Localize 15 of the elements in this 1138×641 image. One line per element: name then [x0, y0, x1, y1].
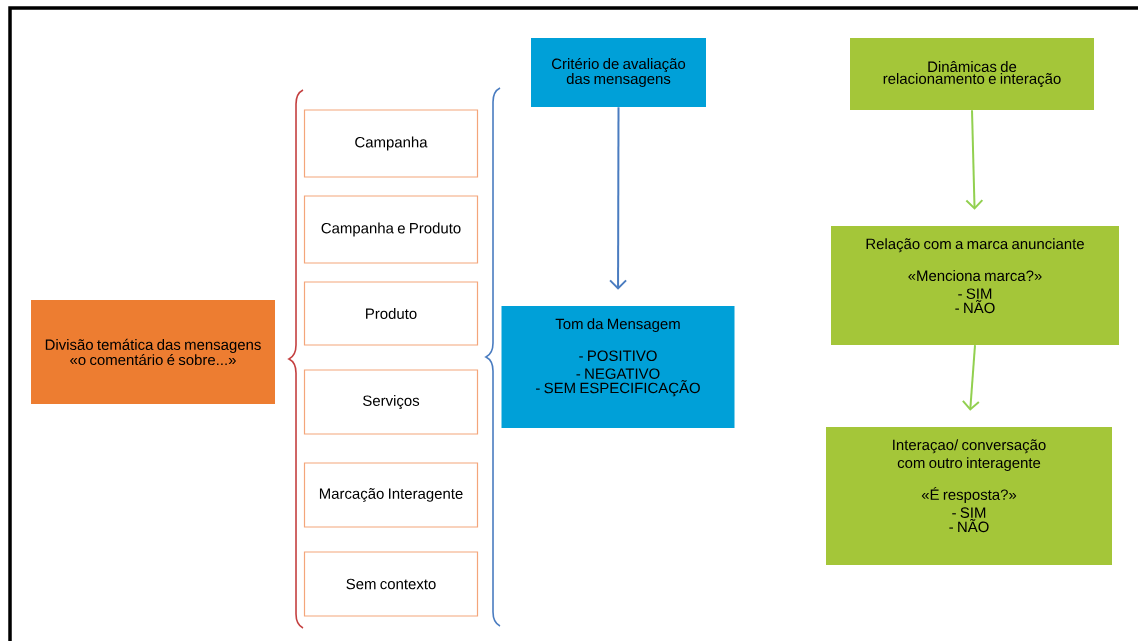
process-box: Critério de avaliação das mensagens	[531, 38, 706, 107]
process-box: Interaçao/ conversação com outro interagente «É resposta?» - SIM - NÃO	[826, 427, 1112, 565]
process-box: Divisão temática das mensagens «o comentário é sobre...»	[31, 300, 275, 404]
process-box: Campanha e Produto	[303, 195, 479, 264]
process-box: Dinâmicas de relacionamento e interação	[850, 38, 1094, 110]
process-box: Produto	[303, 281, 479, 346]
process-box: Marcação Interagente	[303, 462, 479, 528]
process-box: Tom da Mensagem - POSITIVO - NEGATIVO - SEM ESPECIFICAÇÃO	[501, 306, 735, 428]
process-box: Campanha	[303, 109, 479, 178]
process-box: Relação com a marca anunciante «Menciona marca?» - SIM - NÃO	[831, 226, 1119, 345]
process-box: Serviços	[303, 369, 479, 435]
process-box: Sem contexto	[303, 551, 479, 617]
arrow	[961, 344, 980, 411]
arrow	[965, 109, 984, 210]
arrow	[609, 106, 628, 290]
